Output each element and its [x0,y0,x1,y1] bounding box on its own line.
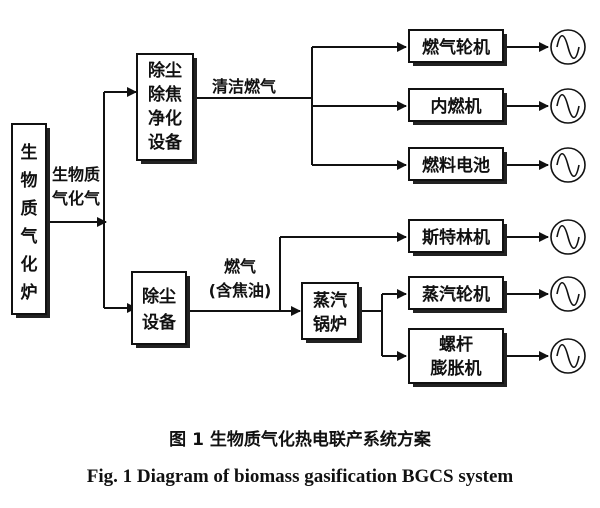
caption-english: Fig. 1 Diagram of biomass gasification B… [86,466,514,487]
screw-expander-box: 螺杆 膨胀机 [408,328,507,387]
dust-remover-box: 除尘 设备 [131,271,190,348]
cleaner-label-2: 净化 [148,108,182,129]
fuel-cell-label: 燃料电池 [422,155,490,176]
cleaner-label-1: 除焦 [148,84,182,105]
cleaner-label-0: 除尘 [148,60,182,81]
gas-turbine-label: 燃气轮机 [422,37,490,58]
fuel-gas-label-1: (含焦油) [209,281,272,300]
generator-icon [550,276,586,312]
gasifier-label-0: 生 [21,142,38,163]
ic-engine-label: 内燃机 [431,96,482,117]
gasifier-label-2: 质 [21,199,38,219]
dust-tar-cleaner-box: 除尘 除焦 净化 设备 [136,53,197,164]
screw-expander-label-1: 膨胀机 [431,358,482,379]
ic-engine-box: 内燃机 [408,88,507,125]
bgcs-flow-diagram: 生 物 质 气 化 炉 生物质 气化气 除尘 除焦 净化 设备 清洁燃气 除尘 … [11,29,586,387]
steam-turbine-box: 蒸汽轮机 [408,276,507,313]
generator-icon [550,88,586,124]
clean-gas-label: 清洁燃气 [212,77,276,96]
gasifier-label-1: 物 [21,170,38,191]
generator-icon [550,338,586,374]
steam-boiler-box: 蒸汽 锅炉 [301,282,362,343]
dust-remover-label-0: 除尘 [142,286,176,307]
generator-icon [550,29,586,65]
dust-remover-label-1: 设备 [142,312,177,333]
fuel-gas-label-0: 燃气 [224,257,256,276]
gas-turbine-box: 燃气轮机 [408,29,507,66]
stirling-label: 斯特林机 [422,227,490,248]
steam-turbine-label: 蒸汽轮机 [422,284,490,305]
connectors [48,42,549,361]
screw-expander-label-0: 螺杆 [439,335,473,355]
boiler-label-1: 锅炉 [313,314,347,335]
biomass-gas-label-0: 生物质 [52,165,100,184]
generator-icon [550,219,586,255]
cleaner-label-3: 设备 [148,132,183,153]
caption-chinese: 图 1 生物质气化热电联产系统方案 [169,430,431,450]
gasifier-label-4: 化 [21,254,38,275]
gasifier-label-5: 炉 [21,282,38,303]
biomass-gas-label-1: 气化气 [51,189,100,208]
stirling-box: 斯特林机 [408,219,507,256]
fuel-cell-box: 燃料电池 [408,147,507,184]
gasifier-label-3: 气 [20,226,38,247]
generator-icon [550,147,586,183]
gasifier-box: 生 物 质 气 化 炉 [11,123,50,318]
boiler-label-0: 蒸汽 [313,290,347,311]
